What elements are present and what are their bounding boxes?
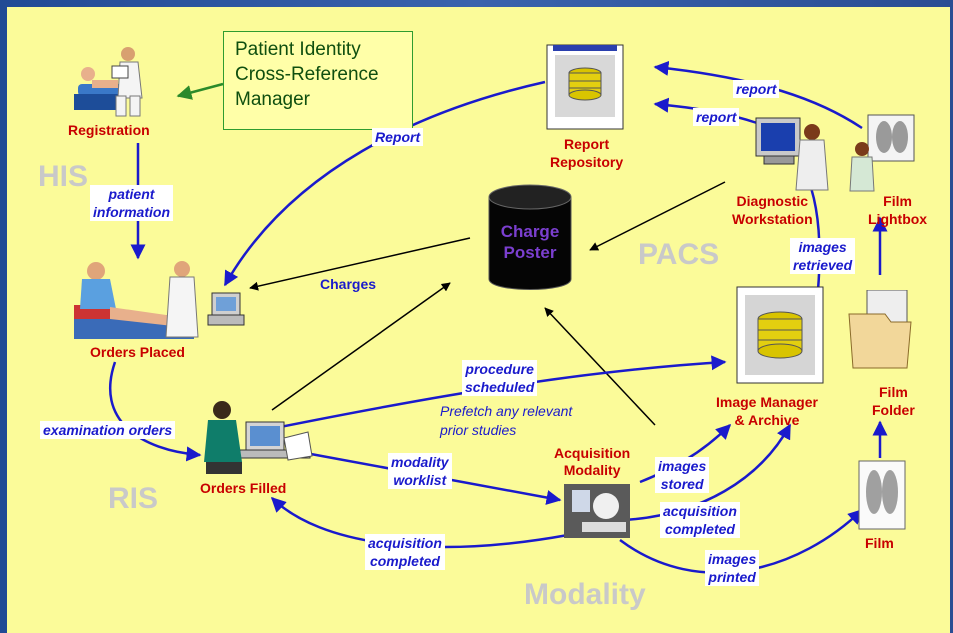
node-report-repository: Report Repository <box>550 135 623 171</box>
zone-his: HIS <box>38 160 89 193</box>
diagnostic-line-1: Diagnostic <box>736 193 809 209</box>
node-image-manager: Image Manager & Archive <box>716 393 818 429</box>
edge-images-retrieved: images retrieved <box>790 238 856 274</box>
film-lightbox-icon <box>849 114 915 192</box>
images-retrieved-line-2: retrieved <box>793 257 853 273</box>
arrow-workstation-to-poster <box>589 181 726 251</box>
node-registration: Registration <box>68 122 150 138</box>
arrow-report-to-orders-placed <box>223 80 546 287</box>
diagnostic-line-2: Workstation <box>732 211 813 227</box>
edge-patient-information: patient information <box>90 185 173 221</box>
image-manager-line-1: Image Manager <box>716 394 818 410</box>
prefetch-note: Prefetch any relevant prior studies <box>440 402 572 440</box>
node-acquisition-modality: Acquisition Modality <box>554 445 630 479</box>
patient-information-line-1: patient <box>108 186 155 202</box>
image-manager-icon <box>736 286 824 384</box>
arrow-orders-filled-to-poster <box>271 282 451 411</box>
arrow-orders-placed-to-orders-filled <box>109 361 202 462</box>
report-repository-line-1: Report <box>564 136 610 152</box>
edge-examination-orders: examination orders <box>40 421 176 439</box>
diagnostic-workstation-icon <box>755 117 829 191</box>
lightbox-line-1: Film <box>883 193 912 209</box>
edge-procedure-scheduled: procedure scheduled <box>462 360 538 396</box>
arrow-modality-to-poster <box>544 307 656 426</box>
film-folder-line-1: Film <box>879 384 908 400</box>
edge-charges: Charges <box>320 276 377 292</box>
node-film: Film <box>865 535 894 551</box>
arrow-lightbox-to-repository-top <box>653 60 863 130</box>
zone-pacs: PACS <box>638 238 720 271</box>
images-printed-line-1: images <box>708 551 757 567</box>
lightbox-line-2: Lightbox <box>868 211 928 227</box>
film-folder-icon <box>848 290 912 369</box>
arrow-poster-to-orders-placed <box>249 237 471 291</box>
zone-modality: Modality <box>524 578 646 611</box>
patient-information-line-2: information <box>93 204 170 220</box>
node-diagnostic-workstation: Diagnostic Workstation <box>732 192 813 228</box>
film-icon <box>858 460 906 530</box>
node-film-folder: Film Folder <box>872 383 915 419</box>
charge-poster-icon <box>488 184 572 290</box>
acquisition-line-2: Modality <box>563 462 621 478</box>
node-orders-filled: Orders Filled <box>200 480 287 496</box>
edge-report-mid: report <box>693 108 740 126</box>
images-stored-line-2: stored <box>660 476 704 492</box>
images-printed-line-2: printed <box>708 569 756 585</box>
charge-poster-label: Charge Poster <box>489 221 571 263</box>
prefetch-line-1: Prefetch any relevant <box>440 403 573 419</box>
orders-placed-icon <box>74 261 245 339</box>
acquisition-modality-icon <box>564 484 630 538</box>
film-folder-line-2: Folder <box>872 402 915 418</box>
acquisition-line-1: Acquisition <box>554 445 631 461</box>
edge-acquisition-completed-right: acquisition completed <box>660 502 740 538</box>
image-manager-line-2: & Archive <box>734 412 800 428</box>
pix-manager-box: Patient Identity Cross-Reference Manager <box>223 31 413 130</box>
acq-right-line-2: completed <box>664 521 735 537</box>
edge-report-top: report <box>733 80 780 98</box>
pix-line-2: Cross-Reference <box>235 64 379 85</box>
worklist-line-1: modality <box>391 454 449 470</box>
acq-left-line-2: completed <box>369 553 440 569</box>
arrow-pix-to-registration <box>176 82 224 100</box>
worklist-line-2: worklist <box>393 472 447 488</box>
acq-left-line-1: acquisition <box>368 535 442 551</box>
charge-line-2: Poster <box>503 243 557 262</box>
report-repository-icon <box>546 44 624 130</box>
orders-filled-icon <box>204 401 313 474</box>
zone-ris: RIS <box>108 482 159 515</box>
arrow-modality-to-archive-completed <box>624 423 792 522</box>
node-film-lightbox: Film Lightbox <box>868 192 927 228</box>
prefetch-line-2: prior studies <box>440 422 517 438</box>
edge-report: Report <box>372 128 424 146</box>
edge-images-stored: images stored <box>655 457 710 493</box>
images-retrieved-line-1: images <box>798 239 847 255</box>
registration-icon <box>74 47 143 117</box>
charge-line-1: Charge <box>500 222 560 241</box>
procedure-line-1: procedure <box>465 361 534 377</box>
procedure-line-2: scheduled <box>465 379 535 395</box>
edge-modality-worklist: modality worklist <box>388 453 452 489</box>
report-repository-line-2: Repository <box>550 154 624 170</box>
edge-images-printed: images printed <box>705 550 760 586</box>
edge-acquisition-completed-left: acquisition completed <box>365 534 445 570</box>
node-orders-placed: Orders Placed <box>90 344 185 360</box>
images-stored-line-1: images <box>658 458 707 474</box>
pix-line-1: Patient Identity <box>235 39 361 60</box>
pix-line-3: Manager <box>235 89 310 110</box>
acq-right-line-1: acquisition <box>663 503 737 519</box>
